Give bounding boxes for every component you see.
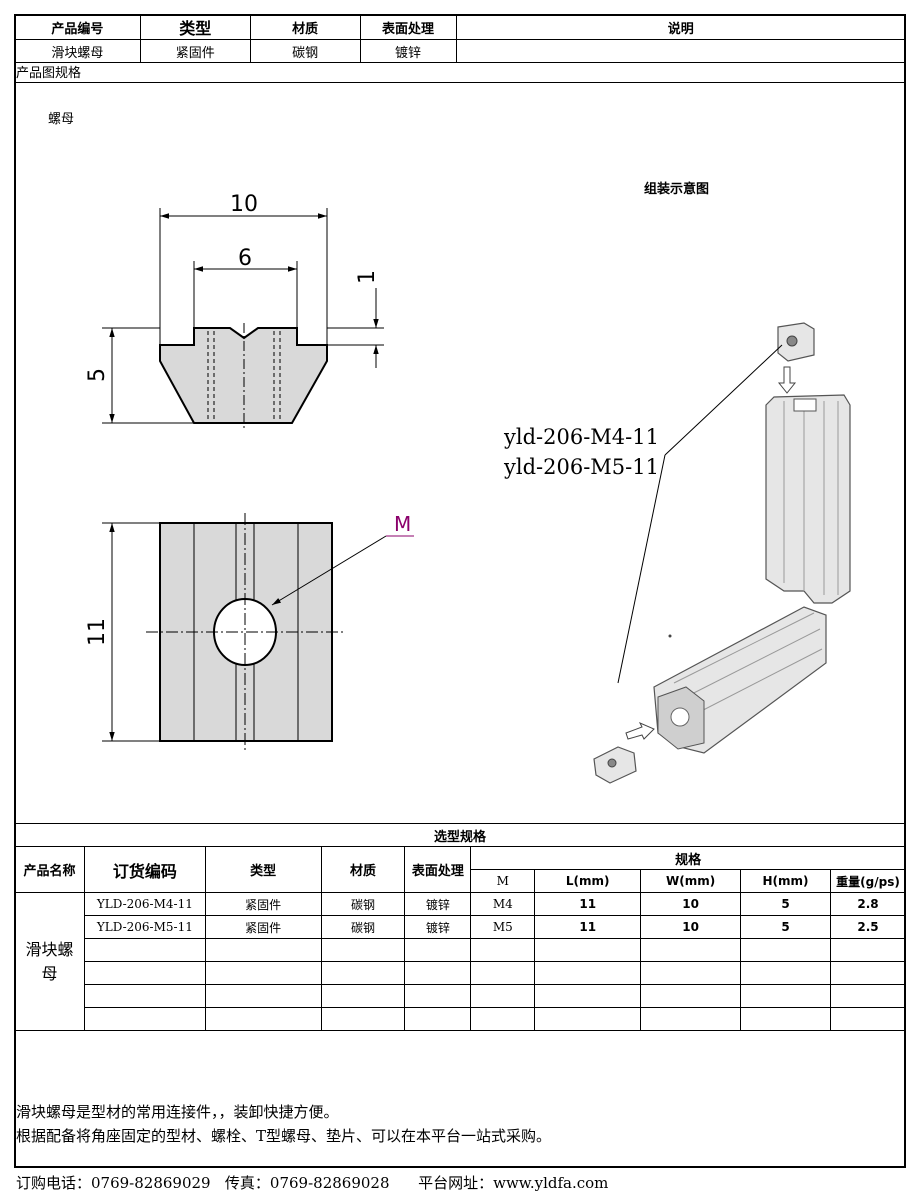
row-m: M5 xyxy=(470,915,536,939)
assembly-title: 组装示意图 xyxy=(644,181,709,197)
row-weight: 2.5 xyxy=(830,915,906,939)
spec-col-h: H(mm) xyxy=(740,869,831,893)
spec-table-title: 选型规格 xyxy=(14,823,906,847)
footer-contacts: 订购电话：0769-82869029 传真：0769-82869028 平台网址… xyxy=(16,1172,608,1193)
footer-site: 平台网址：www.yldfa.com xyxy=(418,1174,609,1192)
header-surface-label: 表面处理 xyxy=(359,14,457,40)
table-row: 滑块螺母 YLD-206-M4-11 紧固件 碳钢 镀锌 M4 11 10 5 … xyxy=(14,892,906,1031)
part-name-label: 螺母 xyxy=(48,112,74,127)
row-surface: 镀锌 xyxy=(404,892,472,916)
spec-col-name: 产品名称 xyxy=(14,846,85,893)
product-header-table: 产品编号 类型 材质 表面处理 说明 滑块螺母 紧固件 碳钢 镀锌 xyxy=(14,14,906,63)
thread-label: M xyxy=(394,512,411,536)
nut-side-view xyxy=(102,208,384,428)
spec-col-m: M xyxy=(470,869,536,893)
row-h: 5 xyxy=(740,892,831,916)
row-l: 11 xyxy=(534,915,642,939)
model-label-1: yld-206-M4-11 xyxy=(503,425,659,449)
spec-col-w: W(mm) xyxy=(640,869,742,893)
model-label-2: yld-206-M5-11 xyxy=(503,455,659,479)
row-w: 10 xyxy=(640,892,742,916)
row-m: M4 xyxy=(470,892,536,916)
row-type: 紧固件 xyxy=(204,915,322,939)
description-line-1: 滑块螺母是型材的常用连接件，，装卸快捷方便。 xyxy=(16,1103,339,1121)
header-desc-value xyxy=(455,39,906,63)
header-type-label: 类型 xyxy=(139,14,251,40)
row-h: 5 xyxy=(740,915,831,939)
spec-col-type: 类型 xyxy=(204,846,322,893)
spec-table: 选型规格 产品名称 订货编码 类型 材质 表面处理 规格 M L(mm) W(m… xyxy=(14,823,906,1031)
table-row-empty xyxy=(15,961,906,985)
description: 滑块螺母是型材的常用连接件，，装卸快捷方便。 根据配备将角座固定的型材、螺栓、T… xyxy=(16,1100,551,1148)
footer-fax: 传真：0769-82869028 xyxy=(224,1174,390,1192)
row-w: 10 xyxy=(640,915,742,939)
row-material: 碳钢 xyxy=(320,892,406,916)
spec-col-surface: 表面处理 xyxy=(404,846,472,893)
spec-col-order: 订货编码 xyxy=(83,846,206,893)
nut-top-view xyxy=(102,513,414,751)
header-material-label: 材质 xyxy=(249,14,361,40)
technical-drawing: 螺母 组装示意图 10 6 1 5 xyxy=(48,112,851,784)
header-code-label: 产品编号 xyxy=(14,14,141,40)
table-row-empty xyxy=(15,1007,906,1031)
row-order: YLD-206-M4-11 xyxy=(83,892,206,916)
header-material-value: 碳钢 xyxy=(249,39,361,63)
section-label: 产品图规格 xyxy=(16,66,82,81)
dim-inner-width: 6 xyxy=(238,246,252,271)
table-row-empty xyxy=(15,984,906,1008)
dim-height: 5 xyxy=(85,368,110,382)
spec-col-weight: 重量(g/ps) xyxy=(830,869,906,893)
spec-col-spec: 规格 xyxy=(470,846,906,870)
row-material: 碳钢 xyxy=(320,915,406,939)
row-type: 紧固件 xyxy=(204,892,322,916)
row-weight: 2.8 xyxy=(830,892,906,916)
spec-col-l: L(mm) xyxy=(534,869,642,893)
section-divider xyxy=(14,82,906,83)
header-type-value: 紧固件 xyxy=(139,39,251,63)
header-code-value: 滑块螺母 xyxy=(14,39,141,63)
row-surface: 镀锌 xyxy=(404,915,472,939)
header-desc-label: 说明 xyxy=(455,14,906,40)
row-order: YLD-206-M5-11 xyxy=(83,915,206,939)
dim-top-width: 10 xyxy=(230,192,258,217)
assembly-illustration xyxy=(593,322,851,784)
table-row-empty xyxy=(15,938,906,962)
table-row: YLD-206-M5-11 紧固件 碳钢 镀锌 M5 11 10 5 2.5 xyxy=(15,915,906,939)
row-l: 11 xyxy=(534,892,642,916)
dim-step: 1 xyxy=(355,270,380,284)
spec-product-name: 滑块螺母 xyxy=(14,892,85,1031)
spec-col-material: 材质 xyxy=(320,846,406,893)
header-surface-value: 镀锌 xyxy=(359,39,457,63)
footer-phone: 订购电话：0769-82869029 xyxy=(16,1174,211,1192)
dim-length: 11 xyxy=(85,618,110,646)
description-line-2: 根据配备将角座固定的型材、螺栓、T型螺母、垫片、可以在本平台一站式采购。 xyxy=(16,1127,552,1145)
